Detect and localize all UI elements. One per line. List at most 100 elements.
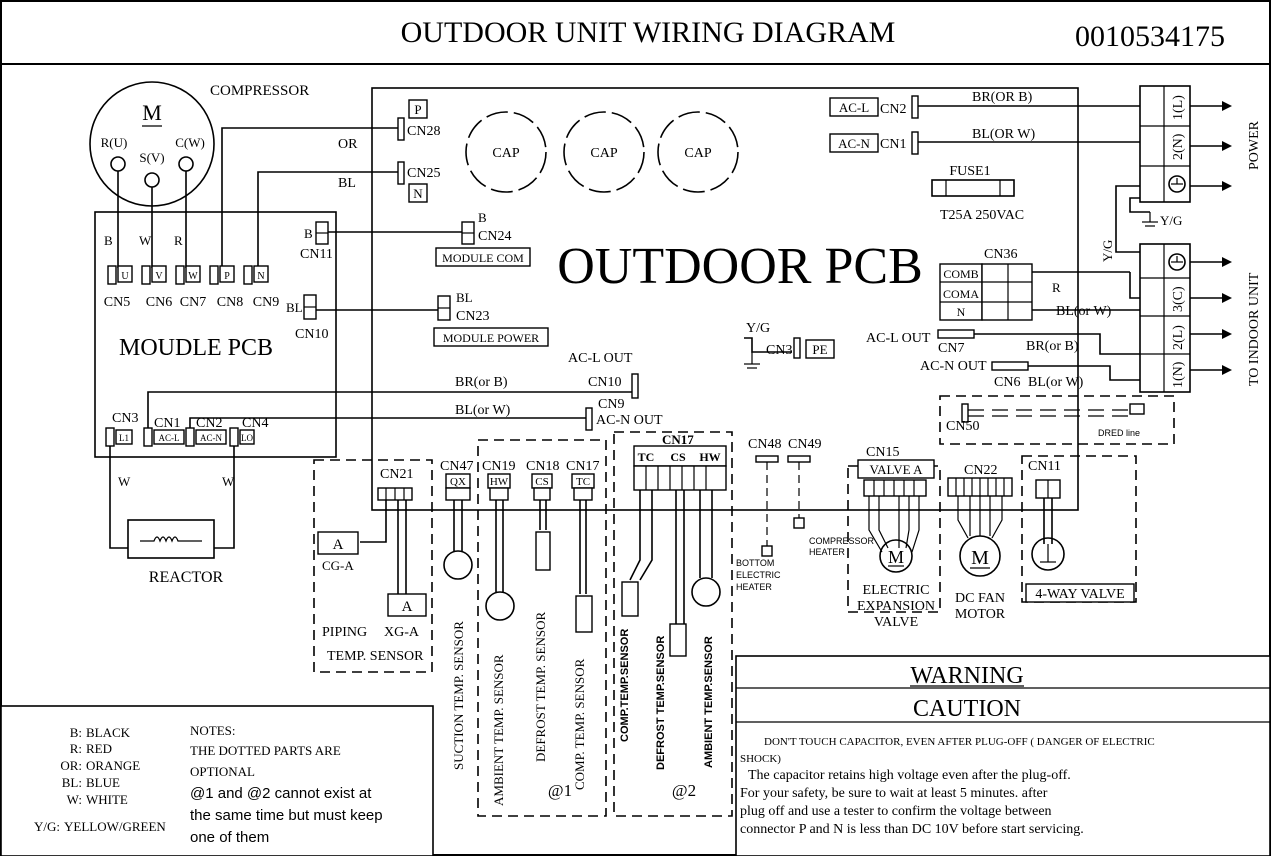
svg-text:TC: TC: [576, 476, 590, 488]
outdoor-pcb-board: [371, 87, 1079, 511]
svg-text:CN9: CN9: [598, 397, 624, 412]
svg-text:the same time but must keep: the same time but must keep: [190, 807, 383, 824]
svg-text:A: A: [402, 599, 413, 615]
svg-text:CAP: CAP: [684, 146, 711, 161]
svg-text:V: V: [155, 271, 163, 282]
svg-text:COMP. TEMP. SENSOR: COMP. TEMP. SENSOR: [572, 658, 587, 790]
svg-text:CN21: CN21: [380, 467, 413, 482]
diagram-title: OUTDOOR UNIT WIRING DIAGRAM: [401, 16, 896, 49]
svg-text:2(N): 2(N): [1171, 133, 1186, 160]
svg-text:ORANGE: ORANGE: [86, 758, 140, 773]
svg-text:P: P: [414, 102, 421, 117]
svg-text:CN49: CN49: [788, 437, 821, 452]
svg-text:BR(OR B): BR(OR B): [972, 90, 1033, 105]
svg-text:AC-L OUT: AC-L OUT: [568, 351, 633, 366]
svg-text:BLACK: BLACK: [86, 725, 131, 740]
svg-text:CN47: CN47: [440, 459, 473, 474]
svg-text:CN6: CN6: [994, 375, 1020, 390]
svg-text:B: B: [104, 233, 113, 248]
svg-text:DC FAN: DC FAN: [955, 591, 1005, 606]
svg-text:R: R: [1052, 280, 1061, 295]
svg-text:CAUTION: CAUTION: [913, 696, 1021, 722]
svg-text:1(L): 1(L): [1171, 95, 1186, 120]
reactor: [127, 519, 215, 559]
svg-text:CN36: CN36: [984, 247, 1017, 262]
svg-text:BR(or B): BR(or B): [455, 375, 508, 390]
svg-text:CN1: CN1: [154, 416, 180, 431]
svg-text:CN11: CN11: [300, 247, 333, 262]
svg-text:CN10: CN10: [295, 327, 328, 342]
svg-text:CN17: CN17: [566, 459, 599, 474]
svg-text:MOTOR: MOTOR: [955, 607, 1006, 622]
svg-text:Y/G: Y/G: [746, 321, 770, 336]
svg-text:OR:: OR:: [60, 758, 82, 773]
svg-text:HW: HW: [699, 450, 720, 464]
svg-text:CN2: CN2: [880, 102, 906, 117]
module-pcb-label: MOUDLE PCB: [119, 335, 273, 361]
svg-text:B: B: [478, 210, 487, 225]
svg-text:BL(or W): BL(or W): [1056, 304, 1112, 319]
svg-text:CN48: CN48: [748, 437, 781, 452]
svg-text:AC-L: AC-L: [159, 433, 180, 443]
svg-text:W: W: [139, 233, 152, 248]
outdoor-pcb-label: OUTDOOR PCB: [557, 238, 923, 295]
svg-text:AC-L OUT: AC-L OUT: [866, 331, 931, 346]
svg-text:BL:: BL:: [62, 775, 82, 790]
svg-text:AC-N: AC-N: [838, 136, 870, 151]
svg-text:U: U: [121, 271, 129, 282]
module-pcb-board: [94, 211, 337, 458]
svg-text:CN8: CN8: [217, 295, 243, 310]
svg-text:Y/G:: Y/G:: [34, 819, 60, 834]
svg-text:BLUE: BLUE: [86, 775, 120, 790]
svg-text:VALVE: VALVE: [874, 615, 918, 630]
svg-text:CN5: CN5: [104, 295, 130, 310]
diagram-code: 0010534175: [1075, 20, 1225, 53]
svg-text:one of them: one of them: [190, 829, 269, 846]
svg-text:CN1: CN1: [880, 137, 906, 152]
svg-text:BR(or B): BR(or B): [1026, 339, 1079, 354]
svg-text:R(U): R(U): [101, 135, 128, 150]
svg-text:CN50: CN50: [946, 419, 979, 434]
svg-text:M: M: [971, 547, 989, 569]
svg-text:connector P and N is less than: connector P and N is less than DC 10V be…: [740, 822, 1084, 837]
svg-text:N: N: [413, 186, 423, 201]
svg-text:HW: HW: [490, 476, 509, 488]
svg-text:The capacitor retains high vol: The capacitor retains high voltage even …: [748, 768, 1071, 783]
svg-text:@2: @2: [672, 781, 696, 800]
svg-text:CS: CS: [535, 476, 548, 488]
svg-text:CN6: CN6: [146, 295, 172, 310]
svg-text:CG-A: CG-A: [322, 558, 354, 573]
svg-text:OPTIONAL: OPTIONAL: [190, 764, 255, 779]
svg-text:DON'T TOUCH CAPACITOR, EVEN AF: DON'T TOUCH CAPACITOR, EVEN AFTER PLUG-O…: [764, 736, 1155, 748]
svg-text:AC-N: AC-N: [200, 433, 222, 443]
svg-text:FUSE1: FUSE1: [949, 164, 990, 179]
svg-text:CN9: CN9: [253, 295, 279, 310]
svg-text:W: W: [118, 474, 131, 489]
svg-text:P: P: [224, 271, 230, 282]
svg-text:CN17: CN17: [662, 432, 694, 447]
svg-text:W:: W:: [67, 792, 82, 807]
svg-text:THE DOTTED PARTS ARE: THE DOTTED PARTS ARE: [190, 743, 341, 758]
svg-text:4-WAY VALVE: 4-WAY VALVE: [1035, 587, 1124, 602]
svg-text:TC: TC: [638, 450, 655, 464]
warning-box: WARNING CAUTION DON'T TOUCH CAPACITOR, E…: [735, 655, 1271, 856]
svg-text:COMPRESSOR: COMPRESSOR: [809, 536, 875, 546]
svg-text:QX: QX: [450, 476, 466, 488]
svg-text:WHITE: WHITE: [86, 792, 128, 807]
module-connectors-row: U V W P N CN5 CN6 CN7 CN8 CN9: [104, 265, 279, 310]
svg-text:BL: BL: [286, 300, 303, 315]
svg-text:CN3: CN3: [112, 411, 138, 426]
svg-text:N: N: [257, 271, 264, 282]
svg-text:DEFROST TEMP.SENSOR: DEFROST TEMP.SENSOR: [655, 636, 667, 770]
svg-text:CN18: CN18: [526, 459, 559, 474]
svg-text:DEFROST TEMP. SENSOR: DEFROST TEMP. SENSOR: [533, 612, 548, 762]
svg-text:CN11: CN11: [1028, 459, 1061, 474]
svg-text:CAP: CAP: [590, 146, 617, 161]
svg-text:BL: BL: [338, 176, 356, 191]
svg-text:C(W): C(W): [175, 135, 205, 150]
svg-text:RED: RED: [86, 741, 112, 756]
svg-text:BL: BL: [456, 290, 473, 305]
svg-text:REACTOR: REACTOR: [149, 569, 224, 586]
svg-text:CN4: CN4: [242, 416, 268, 431]
